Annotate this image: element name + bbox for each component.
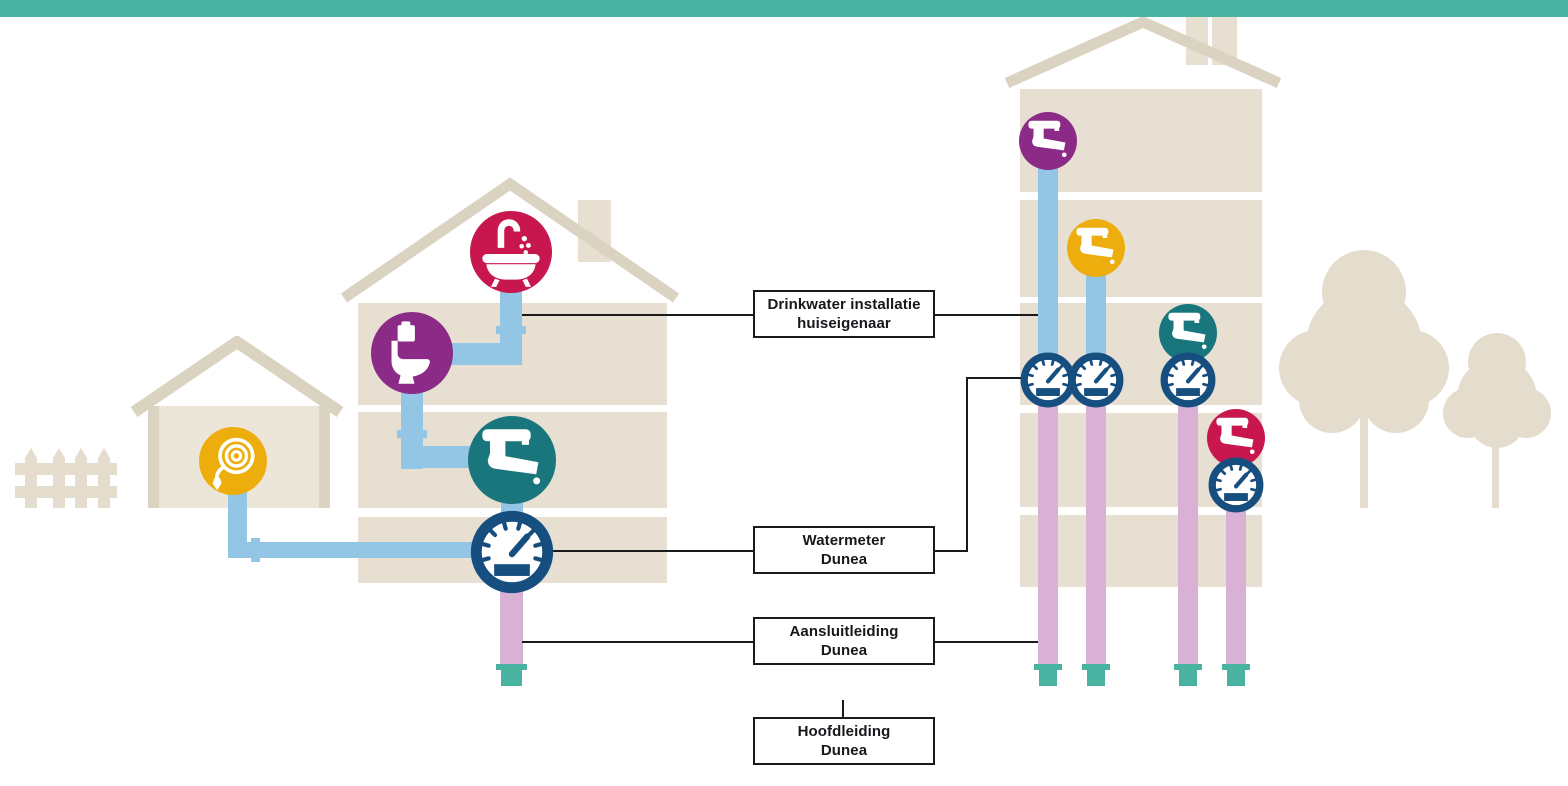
connector-drinkwater-right [935, 314, 1038, 316]
family-house-roof [340, 177, 680, 303]
connector-watermeter-vertical [966, 378, 968, 552]
garden-hose-node [199, 427, 267, 495]
connector-watermeter-right [935, 550, 968, 552]
service-pipe-4 [1226, 505, 1246, 667]
tree-small-trunk [1492, 420, 1499, 508]
water-meter-node-house [470, 510, 554, 594]
riser-2-blue [1086, 268, 1106, 360]
callout-aansluitleiding: Aansluitleiding Dunea [753, 617, 935, 665]
callout-line: huiseigenaar [797, 315, 891, 332]
water-main-pipe [0, 0, 1568, 17]
small-house-roof [130, 336, 344, 417]
apartment-tap-node-1 [1019, 112, 1077, 170]
water-meter-icon [1212, 461, 1260, 509]
water-meter-node-4 [1208, 457, 1264, 513]
pipe-hose-down [228, 492, 247, 558]
callout-drinkwater-installatie: Drinkwater installatie huiseigenaar [753, 290, 935, 338]
apartment-floor-3 [1020, 200, 1262, 297]
connector-aansluitleiding-right [935, 641, 1038, 643]
callout-line: Watermeter [802, 532, 886, 549]
callout-line: Aansluitleiding [789, 623, 899, 640]
main-connection-stub [1039, 664, 1057, 686]
water-meter-icon [476, 516, 547, 587]
water-meter-node-2 [1068, 352, 1124, 408]
main-connection-stub [1087, 664, 1105, 686]
connector-hoofdleiding [842, 700, 844, 717]
apartment-tap-node-3 [1159, 304, 1217, 362]
pipe-coupling [496, 326, 526, 334]
main-connection-stub [501, 664, 522, 686]
callout-line: Dunea [820, 742, 868, 759]
trees [1279, 250, 1551, 508]
callout-watermeter: Watermeter Dunea [753, 526, 935, 574]
pipe-coupling [397, 430, 427, 438]
pipe-coupling [251, 538, 260, 562]
connector-aansluitleiding-left [522, 641, 753, 643]
water-meter-node-3 [1160, 352, 1216, 408]
service-pipe-house [500, 588, 523, 667]
pipe-hose-to-meter [228, 542, 480, 558]
apartment-tap-node-4 [1207, 409, 1265, 467]
apartment-floor-0 [1020, 515, 1262, 587]
apartment-roof [1004, 15, 1282, 89]
garden-fence [15, 448, 117, 508]
tree-large-canopy [1306, 287, 1422, 403]
callout-line: Dunea [820, 642, 868, 659]
kitchen-tap-node [468, 416, 556, 504]
connector-watermeter-top [966, 377, 1021, 379]
connector-drinkwater-left [522, 314, 753, 316]
apartment-tap-node-2 [1067, 219, 1125, 277]
callout-hoofdleiding: Hoofdleiding Dunea [753, 717, 935, 765]
tree-large-trunk [1360, 390, 1368, 508]
water-meter-icon [1072, 356, 1120, 404]
service-pipe-2 [1086, 400, 1106, 667]
bath-shower-node [470, 211, 552, 293]
water-meter-icon [1164, 356, 1212, 404]
service-pipe-1 [1038, 400, 1058, 667]
toilet-node [371, 312, 453, 394]
service-pipe-3 [1178, 402, 1198, 667]
riser-1-blue [1038, 160, 1058, 360]
main-connection-stub [1227, 664, 1245, 686]
callout-line: Hoofdleiding [797, 723, 891, 740]
connector-watermeter-left [548, 550, 753, 552]
callout-line: Dunea [820, 551, 868, 568]
callout-line: Drinkwater installatie [767, 296, 921, 313]
pipe-to-tap [401, 446, 486, 468]
tree-small-canopy [1457, 358, 1537, 438]
main-connection-stub [1179, 664, 1197, 686]
water-meter-icon [1024, 356, 1072, 404]
